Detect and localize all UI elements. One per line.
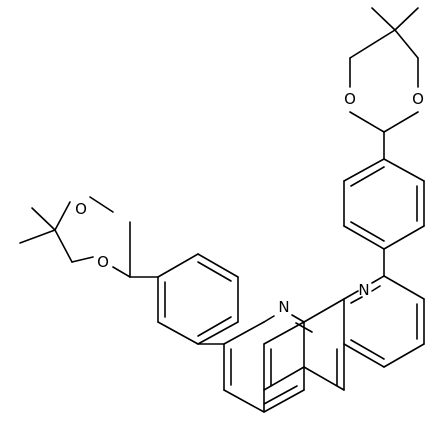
bond (303, 366, 345, 391)
bond (197, 261, 232, 282)
bond (343, 343, 385, 368)
bond (371, 275, 385, 284)
bond (343, 290, 359, 300)
bond (89, 196, 114, 213)
bond (263, 321, 305, 345)
bond (350, 221, 385, 242)
bond (383, 111, 419, 133)
bond (19, 229, 56, 244)
bond (350, 339, 385, 360)
bond (263, 389, 305, 413)
bond (343, 158, 385, 182)
bond (350, 166, 385, 187)
bond (349, 29, 396, 59)
bond (295, 322, 313, 333)
bond (383, 225, 425, 250)
bonds (19, 7, 425, 413)
atom-labels: O O N N O O (75, 90, 424, 316)
bond (343, 225, 385, 250)
atom-label-n: N (358, 281, 369, 299)
bond (371, 285, 381, 292)
bond (383, 275, 425, 300)
bond (371, 7, 396, 31)
bond (197, 321, 239, 345)
bond (263, 366, 305, 391)
bond (263, 385, 298, 405)
bond (223, 389, 265, 413)
bond (71, 256, 94, 263)
bond (349, 111, 385, 133)
atom-label-o: O (412, 90, 424, 108)
atom-label-o: O (97, 253, 109, 271)
atom-label-n: N (278, 298, 289, 316)
bond (394, 7, 419, 31)
bond (350, 296, 363, 304)
atom-label-o: O (344, 90, 356, 108)
bond (157, 253, 199, 278)
bond (383, 343, 425, 368)
bond (383, 158, 425, 182)
bond (157, 321, 199, 345)
bond (263, 315, 275, 323)
bond (197, 253, 239, 278)
atom-label-o: O (75, 200, 87, 218)
bond (394, 29, 419, 59)
bond (291, 314, 305, 323)
bond (303, 298, 345, 323)
bond (197, 316, 232, 337)
bond (112, 266, 131, 278)
bond (54, 229, 73, 263)
bond (31, 207, 56, 231)
bond (54, 201, 71, 231)
bond (223, 321, 265, 345)
